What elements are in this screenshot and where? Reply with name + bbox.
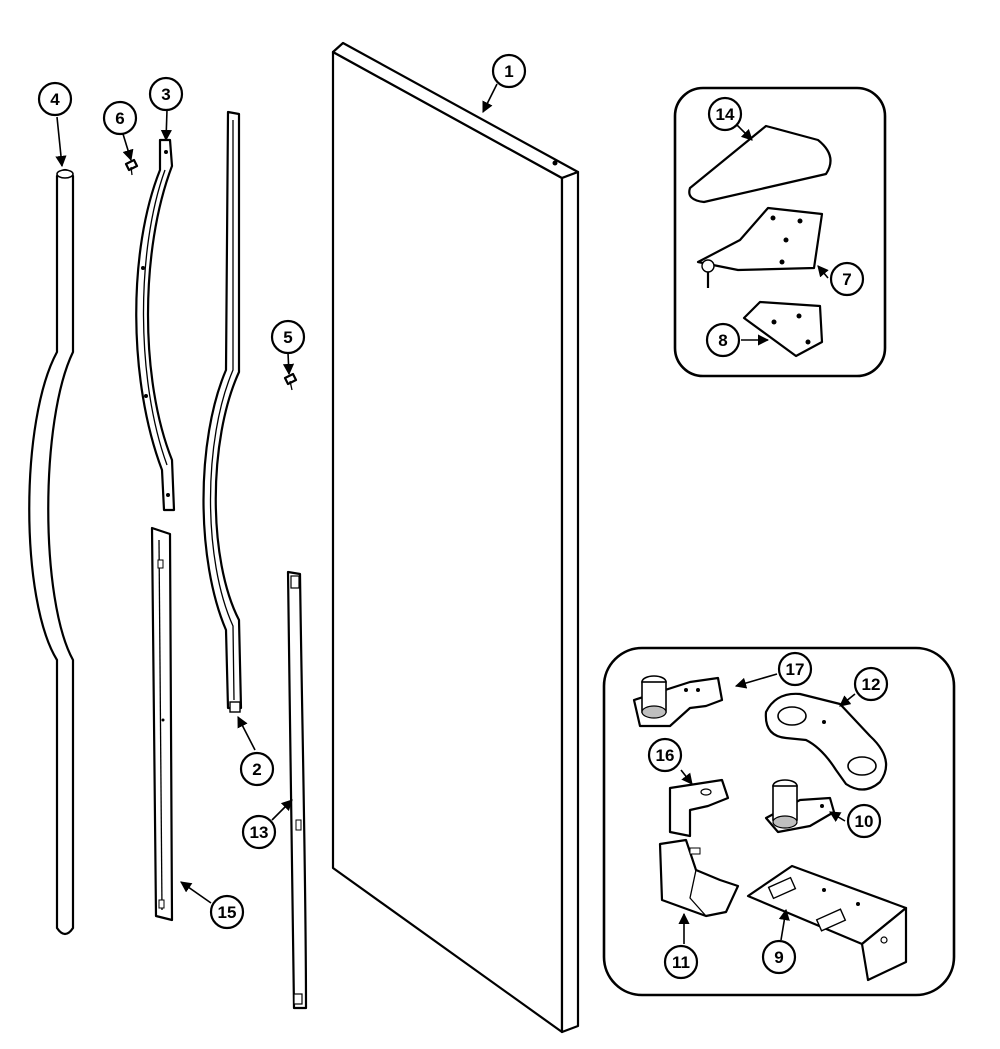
hinge-pin-17: [632, 675, 724, 728]
hinge-plate-7: [696, 206, 824, 288]
callout-number: 12: [862, 675, 881, 694]
callout-circle: [209, 894, 245, 930]
callout-circle: [270, 319, 306, 355]
bracket-16: [668, 778, 730, 838]
callout-11: 11: [663, 944, 699, 980]
callout-number: 5: [283, 328, 292, 347]
callout-number: 2: [252, 760, 261, 779]
callout-circle: [663, 944, 699, 980]
handle-trim: [202, 110, 243, 713]
handle-bracket-upper: [135, 138, 176, 512]
door-panel: [331, 41, 580, 1034]
callout-number: 16: [656, 746, 675, 765]
callout-number: 4: [50, 90, 60, 109]
callout-number: 15: [218, 903, 237, 922]
callout-number: 14: [716, 105, 735, 124]
screw-6: [124, 158, 139, 176]
callout-number: 8: [718, 331, 727, 350]
callout-circle: [647, 737, 683, 773]
hinge-pin-10: [764, 779, 836, 834]
callout-number: 9: [774, 948, 783, 967]
callout-3: 3: [148, 76, 184, 112]
callout-15: 15: [209, 894, 245, 930]
callout-circle: [829, 261, 865, 297]
handle-tube: [28, 168, 75, 936]
callout-9: 9: [761, 939, 797, 975]
callout-number: 1: [504, 62, 513, 81]
callout-number: 10: [855, 812, 874, 831]
callout-number: 17: [786, 660, 805, 679]
callout-circle: [853, 666, 889, 702]
callout-5: 5: [270, 319, 306, 355]
hinge-bracket-12: [764, 692, 888, 791]
hinge-cover-11: [658, 838, 740, 918]
hinge-cover: [688, 124, 832, 204]
callout-circle: [37, 81, 73, 117]
callout-number: 11: [672, 953, 690, 972]
callout-number: 7: [842, 270, 851, 289]
side-trim: [286, 570, 308, 1010]
callout-number: 3: [161, 85, 170, 104]
callout-circle: [491, 53, 527, 89]
callout-10: 10: [846, 803, 882, 839]
callout-4: 4: [37, 81, 73, 117]
hinge-shim-8: [742, 300, 824, 358]
leader-lines: [55, 83, 856, 944]
gasket-strip: [150, 526, 174, 922]
callout-13: 13: [241, 814, 277, 850]
callout-circle: [239, 751, 275, 787]
callout-12: 12: [853, 666, 889, 702]
callout-6: 6: [102, 100, 138, 136]
callout-16: 16: [647, 737, 683, 773]
callout-circle: [241, 814, 277, 850]
callout-circle: [705, 322, 741, 358]
callout-1: 1: [491, 53, 527, 89]
callout-7: 7: [829, 261, 865, 297]
callout-circle: [761, 939, 797, 975]
screw-5: [283, 372, 298, 391]
callout-8: 8: [705, 322, 741, 358]
callout-number: 6: [115, 109, 124, 128]
callout-circle: [102, 100, 138, 136]
callout-circle: [148, 76, 184, 112]
callout-14: 14: [707, 96, 743, 132]
callout-circle: [777, 651, 813, 687]
base-plate-9: [746, 864, 908, 982]
callout-number: 13: [250, 823, 269, 842]
callout-2: 2: [239, 751, 275, 787]
callout-17: 17: [777, 651, 813, 687]
callout-circle: [707, 96, 743, 132]
callout-circle: [846, 803, 882, 839]
